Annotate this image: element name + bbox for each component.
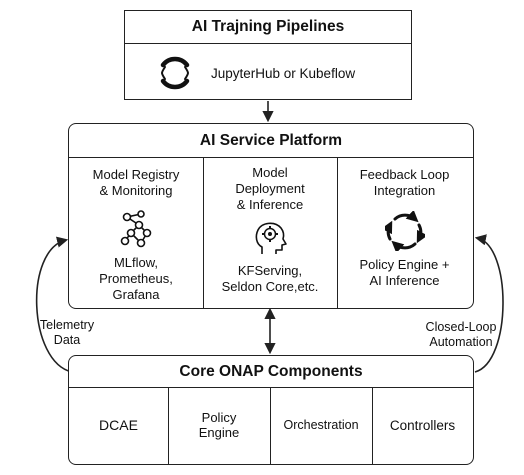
training-title: AI Trajning Pipelines (191, 18, 345, 35)
onap-title: Core ONAP Components (179, 362, 363, 380)
platform-title-bar: AI Service Platform (69, 124, 473, 158)
telemetry-data-label: Telemetry Data (32, 318, 102, 348)
registry-tools-line1: MLflow, (113, 255, 159, 270)
model-registry-section: Model Registry & Monitoring MLflow, Prom… (69, 157, 203, 307)
onap-dcae-cell: DCAE (69, 387, 168, 463)
onap-controllers-cell: Controllers (372, 387, 473, 463)
ai-service-platform-box: AI Service Platform Model Registry & Mon… (68, 123, 474, 309)
onap-divider-2 (270, 387, 271, 464)
feedback-tools-line1: Policy Engine + (359, 257, 450, 272)
training-tool-label: JupyterHub or Kubeflow (211, 66, 356, 81)
training-title-bar: AI Trajning Pipelines (125, 11, 411, 44)
controllers-label: Controllers (389, 417, 456, 433)
closed-loop-automation-label: Closed-Loop Automation (408, 320, 514, 350)
feedback-loop-section: Feedback Loop Integration Policy Engine … (337, 157, 472, 307)
platform-divider-2 (337, 157, 338, 308)
feedback-title-line1: Feedback Loop (359, 167, 450, 182)
policy-label-line1: Policy (201, 410, 237, 425)
core-onap-box: Core ONAP Components DCAE Policy Engine … (68, 355, 474, 465)
deployment-title-line1: Model (252, 165, 288, 180)
deployment-tools-line1: KFServing, (237, 263, 303, 278)
feedback-tools-line2: AI Inference (369, 273, 440, 288)
telemetry-label-line1: Telemetry (39, 318, 95, 332)
onap-orchestration-cell: Orchestration (270, 387, 372, 463)
kubeflow-icon (160, 56, 190, 90)
registry-title-line1: Model Registry (92, 167, 180, 182)
platform-divider-1 (203, 157, 204, 308)
head-gear-icon (255, 222, 287, 254)
training-pipelines-box: AI Trajning Pipelines JupyterHub or Kube… (124, 10, 412, 100)
onap-policy-engine-cell: Policy Engine (168, 387, 270, 463)
closed-loop-label-line2: Automation (429, 335, 493, 349)
network-nodes-icon (120, 210, 152, 248)
policy-label-line2: Engine (198, 425, 240, 440)
registry-title-line2: & Monitoring (99, 183, 173, 198)
onap-divider-3 (372, 387, 373, 464)
dcae-label: DCAE (99, 416, 138, 433)
registry-tools-line2: Prometheus, (99, 271, 173, 286)
deployment-tools-line2: Seldon Core,etc. (221, 279, 319, 294)
closed-loop-automation-arrow (474, 234, 504, 373)
onap-divider-1 (168, 387, 169, 464)
telemetry-data-arrow (35, 236, 73, 373)
deployment-title-line2: Deployment (235, 181, 305, 196)
telemetry-label-line2: Data (53, 333, 81, 347)
orchestration-label: Orchestration (283, 417, 359, 432)
feedback-title-line2: Integration (373, 183, 436, 198)
closed-loop-label-line1: Closed-Loop (425, 320, 497, 334)
cycle-arrows-icon (385, 211, 425, 251)
registry-tools-line3: Grafana (112, 287, 160, 302)
onap-title-bar: Core ONAP Components (69, 356, 473, 388)
deployment-title-line3: & Inference (236, 197, 304, 212)
platform-title: AI Service Platform (199, 131, 343, 149)
model-deployment-section: Model Deployment & Inference KFServing, … (203, 157, 337, 307)
